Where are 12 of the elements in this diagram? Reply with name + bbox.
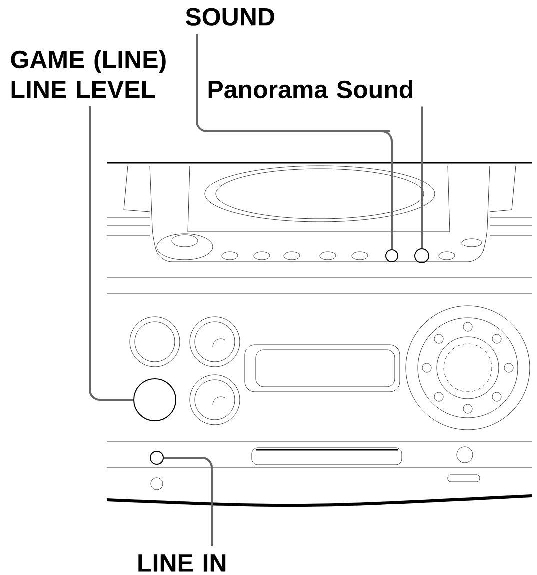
callout-label: GAME (LINE) LINE LEVEL	[11, 50, 166, 98]
button	[386, 250, 398, 262]
leader-line	[89, 106, 134, 401]
jack	[150, 451, 164, 465]
button	[134, 378, 176, 422]
callout-label: Panorama Sound	[208, 80, 413, 99]
callout-label: SOUND	[186, 8, 274, 26]
leader-line	[196, 34, 393, 250]
leader-line	[421, 106, 423, 248]
callout-label: LINE IN	[138, 554, 226, 572]
button	[414, 248, 430, 264]
leader-line	[164, 457, 213, 546]
